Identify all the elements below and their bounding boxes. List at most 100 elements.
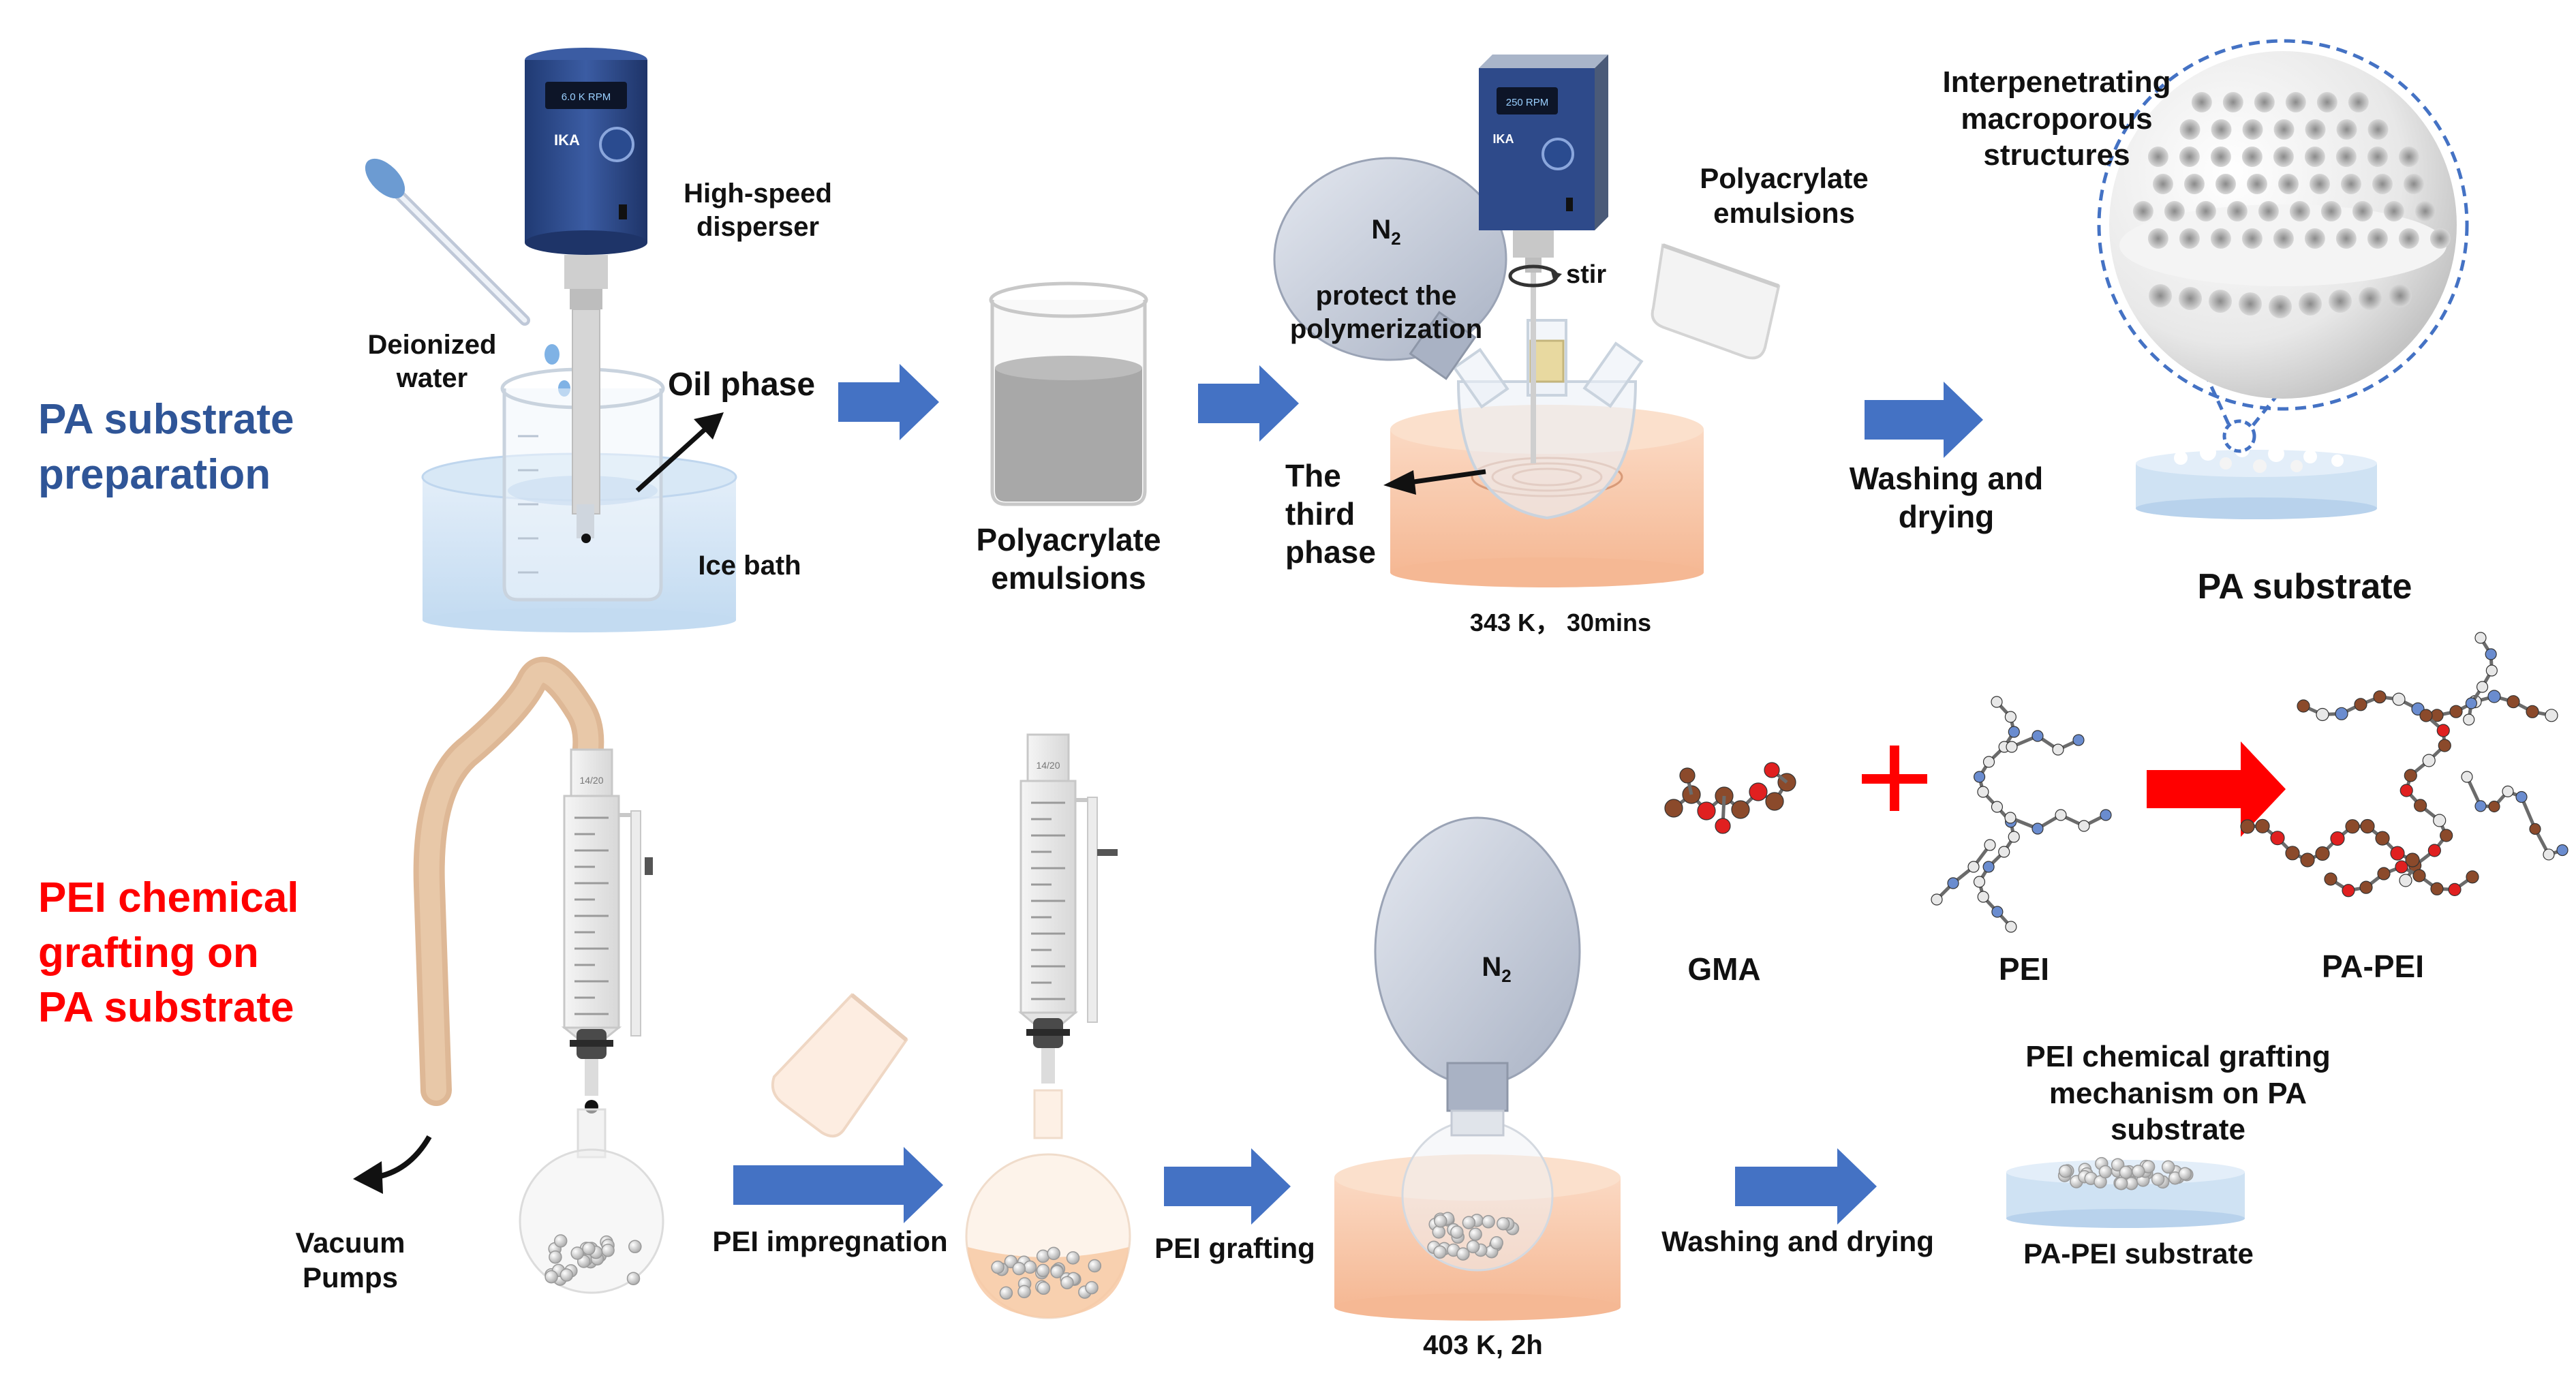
atom	[2488, 800, 2500, 813]
grafting-flask-icon	[1401, 1119, 1554, 1272]
atom	[2324, 872, 2337, 886]
atom	[2006, 741, 2018, 753]
pore	[2179, 119, 2201, 140]
bead	[1066, 1251, 1080, 1265]
atom	[2297, 699, 2310, 713]
funnel-1-joint-label: 14/20	[579, 775, 603, 786]
pore	[2389, 284, 2412, 307]
label-polyacrylate-emulsions-1: Polyacrylate emulsions	[976, 522, 1161, 596]
label-stir: stir	[1566, 260, 1607, 289]
section-title-pei-chemical-grafting: PEI chemical grafting on PA substrate	[38, 874, 299, 1032]
pore	[2329, 290, 2352, 313]
pore	[2285, 92, 2306, 112]
gma-molecule-icon	[1664, 762, 1796, 834]
atom	[1982, 756, 1995, 768]
label-gma: GMA	[1687, 951, 1761, 987]
pa-pei-substrate-dish-icon	[2006, 1156, 2245, 1228]
bead	[2114, 1176, 2128, 1191]
pore	[2273, 119, 2295, 140]
atom	[1991, 696, 2003, 708]
pore	[2211, 119, 2232, 140]
atom	[2433, 814, 2447, 827]
atom	[2354, 698, 2367, 711]
nitrogen-balloon-icon	[1273, 157, 1507, 380]
atom	[1973, 771, 1986, 783]
pore	[2273, 228, 2294, 249]
bead	[1012, 1261, 1026, 1276]
pore	[2367, 119, 2389, 140]
label-pa-pei: PA-PEI	[2322, 949, 2424, 984]
atom	[2395, 860, 2408, 874]
pore	[2348, 92, 2369, 112]
atom	[2526, 705, 2539, 718]
atom	[1664, 799, 1683, 818]
pore	[2367, 228, 2388, 249]
bead	[1023, 1260, 1037, 1274]
atom	[1947, 877, 1959, 889]
atom	[2375, 831, 2390, 846]
pore	[2239, 292, 2262, 316]
pore	[2309, 174, 2330, 194]
atom	[2466, 870, 2479, 884]
pore	[2147, 147, 2168, 167]
pore	[2336, 119, 2357, 140]
atom	[2373, 690, 2387, 704]
atom	[2461, 771, 2473, 783]
pore	[2254, 92, 2275, 112]
atom	[2485, 664, 2498, 677]
atom	[2005, 921, 2017, 933]
atom	[1977, 786, 1989, 798]
pore	[2273, 147, 2294, 167]
atom	[1749, 782, 1768, 801]
pipette-icon	[365, 158, 570, 500]
bead	[1047, 1246, 1060, 1261]
funnel-2-joint-label: 14/20	[1036, 760, 1060, 771]
atom	[1991, 801, 2004, 813]
label-n2-balloon-2: N2	[1482, 917, 1511, 986]
atom	[1765, 792, 1784, 811]
pore	[2222, 92, 2243, 112]
process-arrow-3	[1865, 382, 1983, 458]
atom	[2440, 829, 2453, 842]
atom	[1967, 861, 1980, 873]
bead	[553, 1234, 568, 1248]
bead	[559, 1268, 574, 1282]
process-arrow-1	[838, 364, 939, 440]
label-pei: PEI	[1998, 951, 2050, 987]
atom	[1984, 839, 1996, 851]
atom	[2449, 705, 2463, 718]
pore	[2241, 147, 2263, 167]
pore	[2210, 147, 2231, 167]
label-grafting-condition: 403 K, 2h	[1423, 1330, 1543, 1360]
bead	[570, 1246, 584, 1260]
atom	[2422, 754, 2436, 767]
round-flask-2-icon	[965, 1089, 1131, 1319]
label-pei-grafting: PEI grafting	[1154, 1232, 1315, 1264]
atom	[2052, 743, 2064, 756]
atom	[1764, 762, 1780, 778]
atom	[2404, 769, 2417, 782]
atom	[2543, 848, 2555, 861]
pore	[2299, 292, 2322, 316]
process-arrow-6	[1735, 1148, 1877, 1225]
atom	[2436, 724, 2450, 737]
bead	[1490, 1236, 1503, 1250]
process-arrow-2	[1198, 365, 1299, 442]
atom	[2419, 709, 2433, 722]
atom	[1998, 846, 2010, 858]
atom	[1697, 801, 1716, 820]
label-pei-impregnation: PEI impregnation	[712, 1225, 948, 1257]
pa-pei-molecule-icon	[2240, 632, 2569, 897]
three-neck-flask-icon	[1452, 319, 1644, 520]
atom	[1991, 906, 2004, 918]
vacuum-tube-icon	[413, 656, 604, 1106]
n2-symbol: N2	[1371, 215, 1400, 249]
atom	[2004, 711, 2017, 723]
pore	[2179, 228, 2200, 249]
pore	[2164, 201, 2185, 221]
atom	[2004, 812, 2017, 824]
bead	[1482, 1215, 1495, 1229]
pore	[2304, 228, 2325, 249]
pore	[2316, 92, 2337, 112]
